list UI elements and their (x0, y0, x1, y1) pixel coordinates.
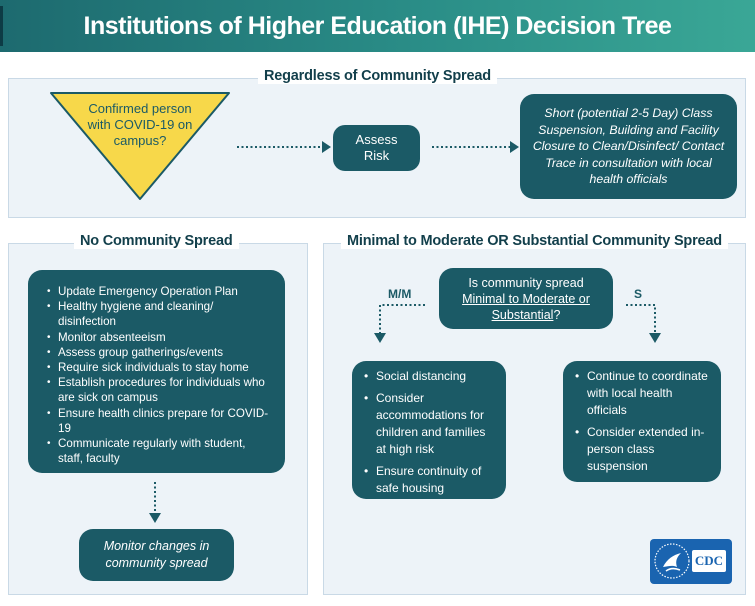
mm-actions-list: Social distancing Consider accommodation… (364, 368, 498, 497)
spread-question-option-s-line: Substantial? (462, 307, 590, 323)
monitor-changes-text: Monitor changes in community spread (103, 539, 210, 570)
spread-question-box: Is community spread Minimal to Moderate … (439, 268, 613, 329)
monitor-changes-box: Monitor changes in community spread (79, 529, 234, 581)
list-item: Healthy hygiene and cleaning/ disinfecti… (46, 299, 271, 329)
list-item: Ensure continuity of safe housing (364, 463, 498, 497)
panel-title-regardless: Regardless of Community Spread (258, 68, 497, 84)
closure-action-box: Short (potential 2-5 Day) Class Suspensi… (520, 94, 737, 199)
hhs-eagle-icon (654, 543, 690, 579)
no-spread-actions-list: Update Emergency Operation Plan Healthy … (46, 284, 271, 466)
cdc-logo: CDC (650, 539, 732, 584)
s-actions-box: Continue to coordinate with local health… (563, 361, 721, 482)
list-item: Assess group gatherings/events (46, 345, 271, 360)
header-accent-bar (0, 6, 3, 46)
assess-risk-box: Assess Risk (333, 125, 420, 171)
list-item: Consider extended in-person class suspen… (575, 424, 713, 475)
list-item: Require sick individuals to stay home (46, 360, 271, 375)
spread-question-option-mm: Minimal to Moderate or (462, 291, 590, 306)
mm-actions-box: Social distancing Consider accommodation… (352, 361, 506, 499)
cdc-logo-badge: CDC (692, 550, 726, 572)
spread-question-option-s: Substantial (491, 307, 554, 322)
list-item: Social distancing (364, 368, 498, 385)
branch-label-mm: M/M (388, 287, 412, 301)
header-banner: Institutions of Higher Education (IHE) D… (0, 0, 755, 52)
list-item: Monitor absenteeism (46, 330, 271, 345)
s-actions-list: Continue to coordinate with local health… (575, 368, 713, 475)
panel-title-spread: Minimal to Moderate OR Substantial Commu… (341, 233, 728, 249)
page-title: Institutions of Higher Education (IHE) D… (83, 11, 672, 40)
list-item: Continue to coordinate with local health… (575, 368, 713, 419)
panel-title-no-spread: No Community Spread (74, 233, 239, 249)
spread-question-prefix: Is community spread (468, 275, 584, 290)
assess-risk-label: Assess Risk (355, 132, 398, 163)
branch-label-s: S (634, 287, 643, 301)
no-spread-actions-box: Update Emergency Operation Plan Healthy … (28, 270, 285, 473)
list-item: Establish procedures for individuals who… (46, 375, 271, 405)
list-item: Consider accommodations for children and… (364, 390, 498, 458)
list-item: Update Emergency Operation Plan (46, 284, 271, 299)
spread-question-text: Is community spread Minimal to Moderate … (462, 275, 590, 323)
closure-action-text: Short (potential 2-5 Day) Class Suspensi… (532, 106, 725, 187)
decision-question: Confirmed person with COVID-19 on campus… (87, 101, 193, 148)
list-item: Communicate regularly with student, staf… (46, 436, 271, 466)
cdc-logo-text: CDC (694, 553, 724, 568)
list-item: Ensure health clinics prepare for COVID-… (46, 406, 271, 436)
spread-question-suffix: ? (553, 307, 561, 322)
